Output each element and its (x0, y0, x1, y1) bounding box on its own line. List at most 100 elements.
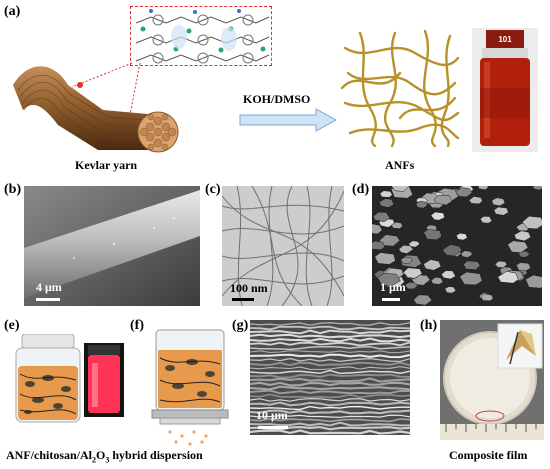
platelet (408, 240, 420, 248)
platelet (391, 186, 410, 192)
scale-bar-c (232, 298, 254, 301)
panel-label-d: (d) (352, 182, 370, 197)
platelet (525, 274, 542, 289)
platelet (513, 230, 532, 242)
tem-image-anfs: 100 nm (222, 186, 344, 306)
platelet (377, 272, 401, 287)
hybrid-dispersion-caption: ANF/chitosan/Al2O3 hybrid dispersion (6, 448, 203, 464)
platelet (413, 294, 433, 306)
anfs-caption: ANFs (385, 158, 415, 172)
kevlar-yarn-caption: Kevlar yarn (75, 158, 138, 172)
lamella (250, 329, 410, 335)
platelet (459, 271, 483, 286)
platelet (460, 250, 473, 258)
platelet (430, 211, 446, 221)
composite-film-caption: Composite film (449, 448, 528, 462)
sem-image-alumina-platelets: 1 μm (372, 186, 542, 306)
platelet (378, 234, 401, 247)
caption-prefix: ANF/chitosan/Al (6, 448, 93, 462)
platelet (515, 262, 531, 272)
scale-bar-g (258, 426, 288, 429)
caption-sub-1: 2 (92, 455, 97, 465)
panel-label-b: (b) (4, 182, 22, 197)
lamella (250, 353, 410, 359)
panel-label-f: (f) (130, 318, 144, 333)
lamella (250, 393, 410, 399)
scale-bar-label-b: 4 μm (36, 280, 62, 294)
molecular-structure-inset (130, 6, 272, 66)
platelet (493, 206, 509, 216)
bottle-cap-text: 101 (498, 35, 512, 44)
hybrid-dispersion-jar-illustration (15, 334, 81, 423)
red-glowing-dispersion-photo (84, 343, 124, 417)
platelet (442, 244, 463, 257)
lamella (250, 341, 410, 347)
lamella (250, 345, 410, 351)
platelet (444, 286, 457, 294)
lamella (250, 418, 410, 423)
platelet (372, 223, 383, 235)
caption-sub-2: 3 (105, 455, 110, 465)
lamella (250, 361, 410, 367)
panel-label-e: (e) (4, 318, 20, 333)
platelet (423, 229, 442, 240)
lamella (250, 350, 410, 354)
caption-suffix: hybrid dispersion (109, 448, 203, 462)
vacuum-filtration-illustration (151, 329, 229, 446)
lamella (250, 373, 410, 379)
panel-label-g: (g) (232, 318, 249, 333)
platelet (390, 221, 404, 229)
lamella (250, 409, 410, 415)
panel-label-c: (c) (205, 182, 221, 197)
scale-bar-d (382, 298, 400, 301)
platelet (400, 256, 413, 264)
platelet (455, 187, 473, 198)
scale-bar-b (36, 298, 60, 301)
lamella (250, 389, 410, 395)
sem-image-cross-section: 10 μm (250, 320, 410, 435)
platelet (521, 215, 542, 230)
platelet (372, 240, 386, 251)
platelet (378, 198, 395, 208)
platelet (532, 186, 542, 191)
aramid-chain-diagram (135, 9, 270, 64)
platelet (477, 186, 489, 191)
platelet (441, 270, 456, 280)
lamella (250, 366, 410, 371)
platelet (404, 281, 418, 290)
process-arrow-icon (239, 108, 338, 132)
platelet (415, 200, 428, 209)
lamella (250, 426, 410, 431)
platelet (463, 260, 481, 270)
kevlar-yarn-illustration (13, 66, 179, 153)
sem-image-kevlar-fiber: 4 μm (24, 186, 200, 306)
lamella (250, 414, 410, 418)
platelet (455, 232, 468, 241)
lamella (250, 421, 410, 427)
lamella (250, 321, 410, 326)
platelet (468, 196, 483, 205)
scale-bar-label-d: 1 μm (380, 280, 406, 294)
lamella (250, 398, 410, 402)
platelet (507, 240, 529, 253)
anf-solution-bottle-photo: 101 (472, 28, 538, 152)
platelet (479, 216, 493, 224)
lamella (250, 337, 410, 343)
platelet (480, 293, 494, 302)
lamella (250, 377, 410, 383)
platelet (497, 271, 519, 284)
platelet (403, 267, 423, 279)
caption-mid: O (96, 448, 106, 462)
platelet (491, 197, 506, 207)
lamella (250, 385, 410, 391)
platelet (433, 194, 453, 206)
panel-label-a: (a) (4, 4, 21, 19)
lamella (250, 405, 410, 411)
lamella (250, 333, 410, 339)
composite-film-photo (440, 320, 544, 440)
platelet (423, 259, 442, 271)
platelet (430, 277, 444, 285)
platelet (379, 190, 393, 198)
platelet (374, 252, 396, 265)
lamella (250, 429, 410, 435)
